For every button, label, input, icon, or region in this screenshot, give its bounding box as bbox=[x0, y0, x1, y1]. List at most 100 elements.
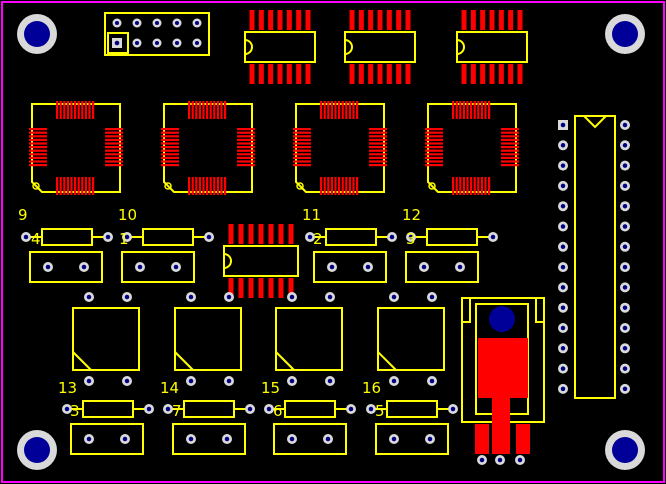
component-pad bbox=[287, 292, 297, 302]
terminal-block-3 bbox=[313, 251, 387, 283]
label-2: 2 bbox=[313, 230, 323, 248]
terminal-pad bbox=[327, 262, 337, 272]
dip-pin bbox=[620, 160, 630, 171]
label-1: 1 bbox=[119, 230, 129, 248]
resistor-pad bbox=[387, 232, 397, 242]
dip-pin bbox=[558, 262, 568, 273]
component-pad bbox=[122, 376, 132, 386]
terminal-block-4 bbox=[405, 251, 479, 283]
qfp-chip-2 bbox=[161, 101, 255, 195]
resistor-pad bbox=[103, 232, 113, 242]
terminal-pad bbox=[323, 434, 333, 444]
dip-pin bbox=[620, 363, 630, 374]
square-pad bbox=[112, 38, 122, 48]
resistor-pad bbox=[406, 232, 416, 242]
dip-pin bbox=[620, 302, 630, 313]
resistor-pad bbox=[305, 232, 315, 242]
terminal-pad bbox=[287, 434, 297, 444]
header-pad bbox=[172, 38, 182, 48]
component-pad bbox=[186, 376, 196, 386]
dip-pin bbox=[558, 160, 568, 171]
soic-chips-top bbox=[244, 10, 528, 84]
component-pad bbox=[287, 376, 297, 386]
dip-pin bbox=[558, 343, 568, 354]
resistor-pad bbox=[245, 404, 255, 414]
resistor-pad bbox=[346, 404, 356, 414]
mounting-holes bbox=[17, 14, 645, 470]
terminal-block-5 bbox=[70, 423, 144, 455]
qfp-chip-4 bbox=[425, 101, 519, 195]
label-15: 15 bbox=[261, 379, 280, 397]
header-connector bbox=[104, 12, 210, 56]
terminal-block-1 bbox=[29, 251, 103, 283]
dip-ic-right bbox=[558, 115, 630, 399]
component-pad bbox=[427, 376, 437, 386]
soic-chip-1 bbox=[244, 10, 316, 84]
terminal-block-8 bbox=[375, 423, 449, 455]
resistor-pad bbox=[448, 404, 458, 414]
qfp-chip-1 bbox=[29, 101, 123, 195]
component-pad bbox=[84, 376, 94, 386]
dip-pin bbox=[558, 140, 568, 151]
label-10: 10 bbox=[118, 206, 137, 224]
label-11: 11 bbox=[302, 206, 321, 224]
voltage-regulator bbox=[461, 297, 545, 465]
terminal-pad bbox=[363, 262, 373, 272]
header-pad bbox=[132, 18, 142, 28]
resistor-pad bbox=[366, 404, 376, 414]
square-pad bbox=[558, 120, 568, 130]
header-pad bbox=[152, 38, 162, 48]
terminal-pad bbox=[222, 434, 232, 444]
label-12: 12 bbox=[402, 206, 421, 224]
label-5: 5 bbox=[375, 402, 385, 420]
resistor-11 bbox=[305, 228, 397, 246]
dip-pin bbox=[620, 180, 630, 191]
terminal-pad bbox=[84, 434, 94, 444]
resistor-14 bbox=[163, 400, 255, 418]
dip-pin bbox=[620, 221, 630, 232]
header-pad bbox=[172, 18, 182, 28]
dip-pin bbox=[558, 241, 568, 252]
component-pad bbox=[224, 292, 234, 302]
header-pad bbox=[152, 18, 162, 28]
square-component-4 bbox=[377, 292, 445, 386]
label-6: 6 bbox=[273, 402, 283, 420]
header-pad bbox=[192, 18, 202, 28]
qfp-chips bbox=[29, 101, 519, 195]
component-pad bbox=[122, 292, 132, 302]
square-components bbox=[72, 292, 445, 386]
dip-pin bbox=[620, 140, 630, 151]
resistor-10 bbox=[122, 228, 214, 246]
dip-pin bbox=[620, 343, 630, 354]
label-3b: 3 bbox=[70, 402, 80, 420]
terminal-pad bbox=[171, 262, 181, 272]
dip-pin bbox=[620, 262, 630, 273]
regulator-tab-hole bbox=[489, 306, 515, 332]
regulator-pad bbox=[495, 455, 505, 465]
terminal-pad bbox=[389, 434, 399, 444]
soic-chip-middle bbox=[223, 224, 299, 298]
resistor-pad bbox=[144, 404, 154, 414]
header-pad bbox=[112, 18, 122, 28]
resistor-16 bbox=[366, 400, 458, 418]
component-pad bbox=[224, 376, 234, 386]
resistor-pad bbox=[122, 232, 132, 242]
resistor-pad bbox=[264, 404, 274, 414]
dip-pin bbox=[558, 383, 568, 394]
component-pad bbox=[427, 292, 437, 302]
terminal-block-2 bbox=[121, 251, 195, 283]
regulator-pad bbox=[477, 455, 487, 465]
dip-pin bbox=[558, 221, 568, 232]
component-labels: 9 10 11 12 13 14 15 16 4 1 2 3 3 7 6 5 bbox=[18, 206, 421, 420]
dip-pin bbox=[558, 302, 568, 313]
dip-pin bbox=[620, 323, 630, 333]
dip-pin bbox=[558, 363, 568, 374]
component-pad bbox=[325, 376, 335, 386]
dip-pin bbox=[558, 201, 568, 212]
dip-pin bbox=[620, 241, 630, 252]
terminal-block-7 bbox=[273, 423, 347, 455]
qfp-chip-3 bbox=[293, 101, 387, 195]
resistor-pad bbox=[204, 232, 214, 242]
label-13: 13 bbox=[58, 379, 77, 397]
terminal-pad bbox=[135, 262, 145, 272]
